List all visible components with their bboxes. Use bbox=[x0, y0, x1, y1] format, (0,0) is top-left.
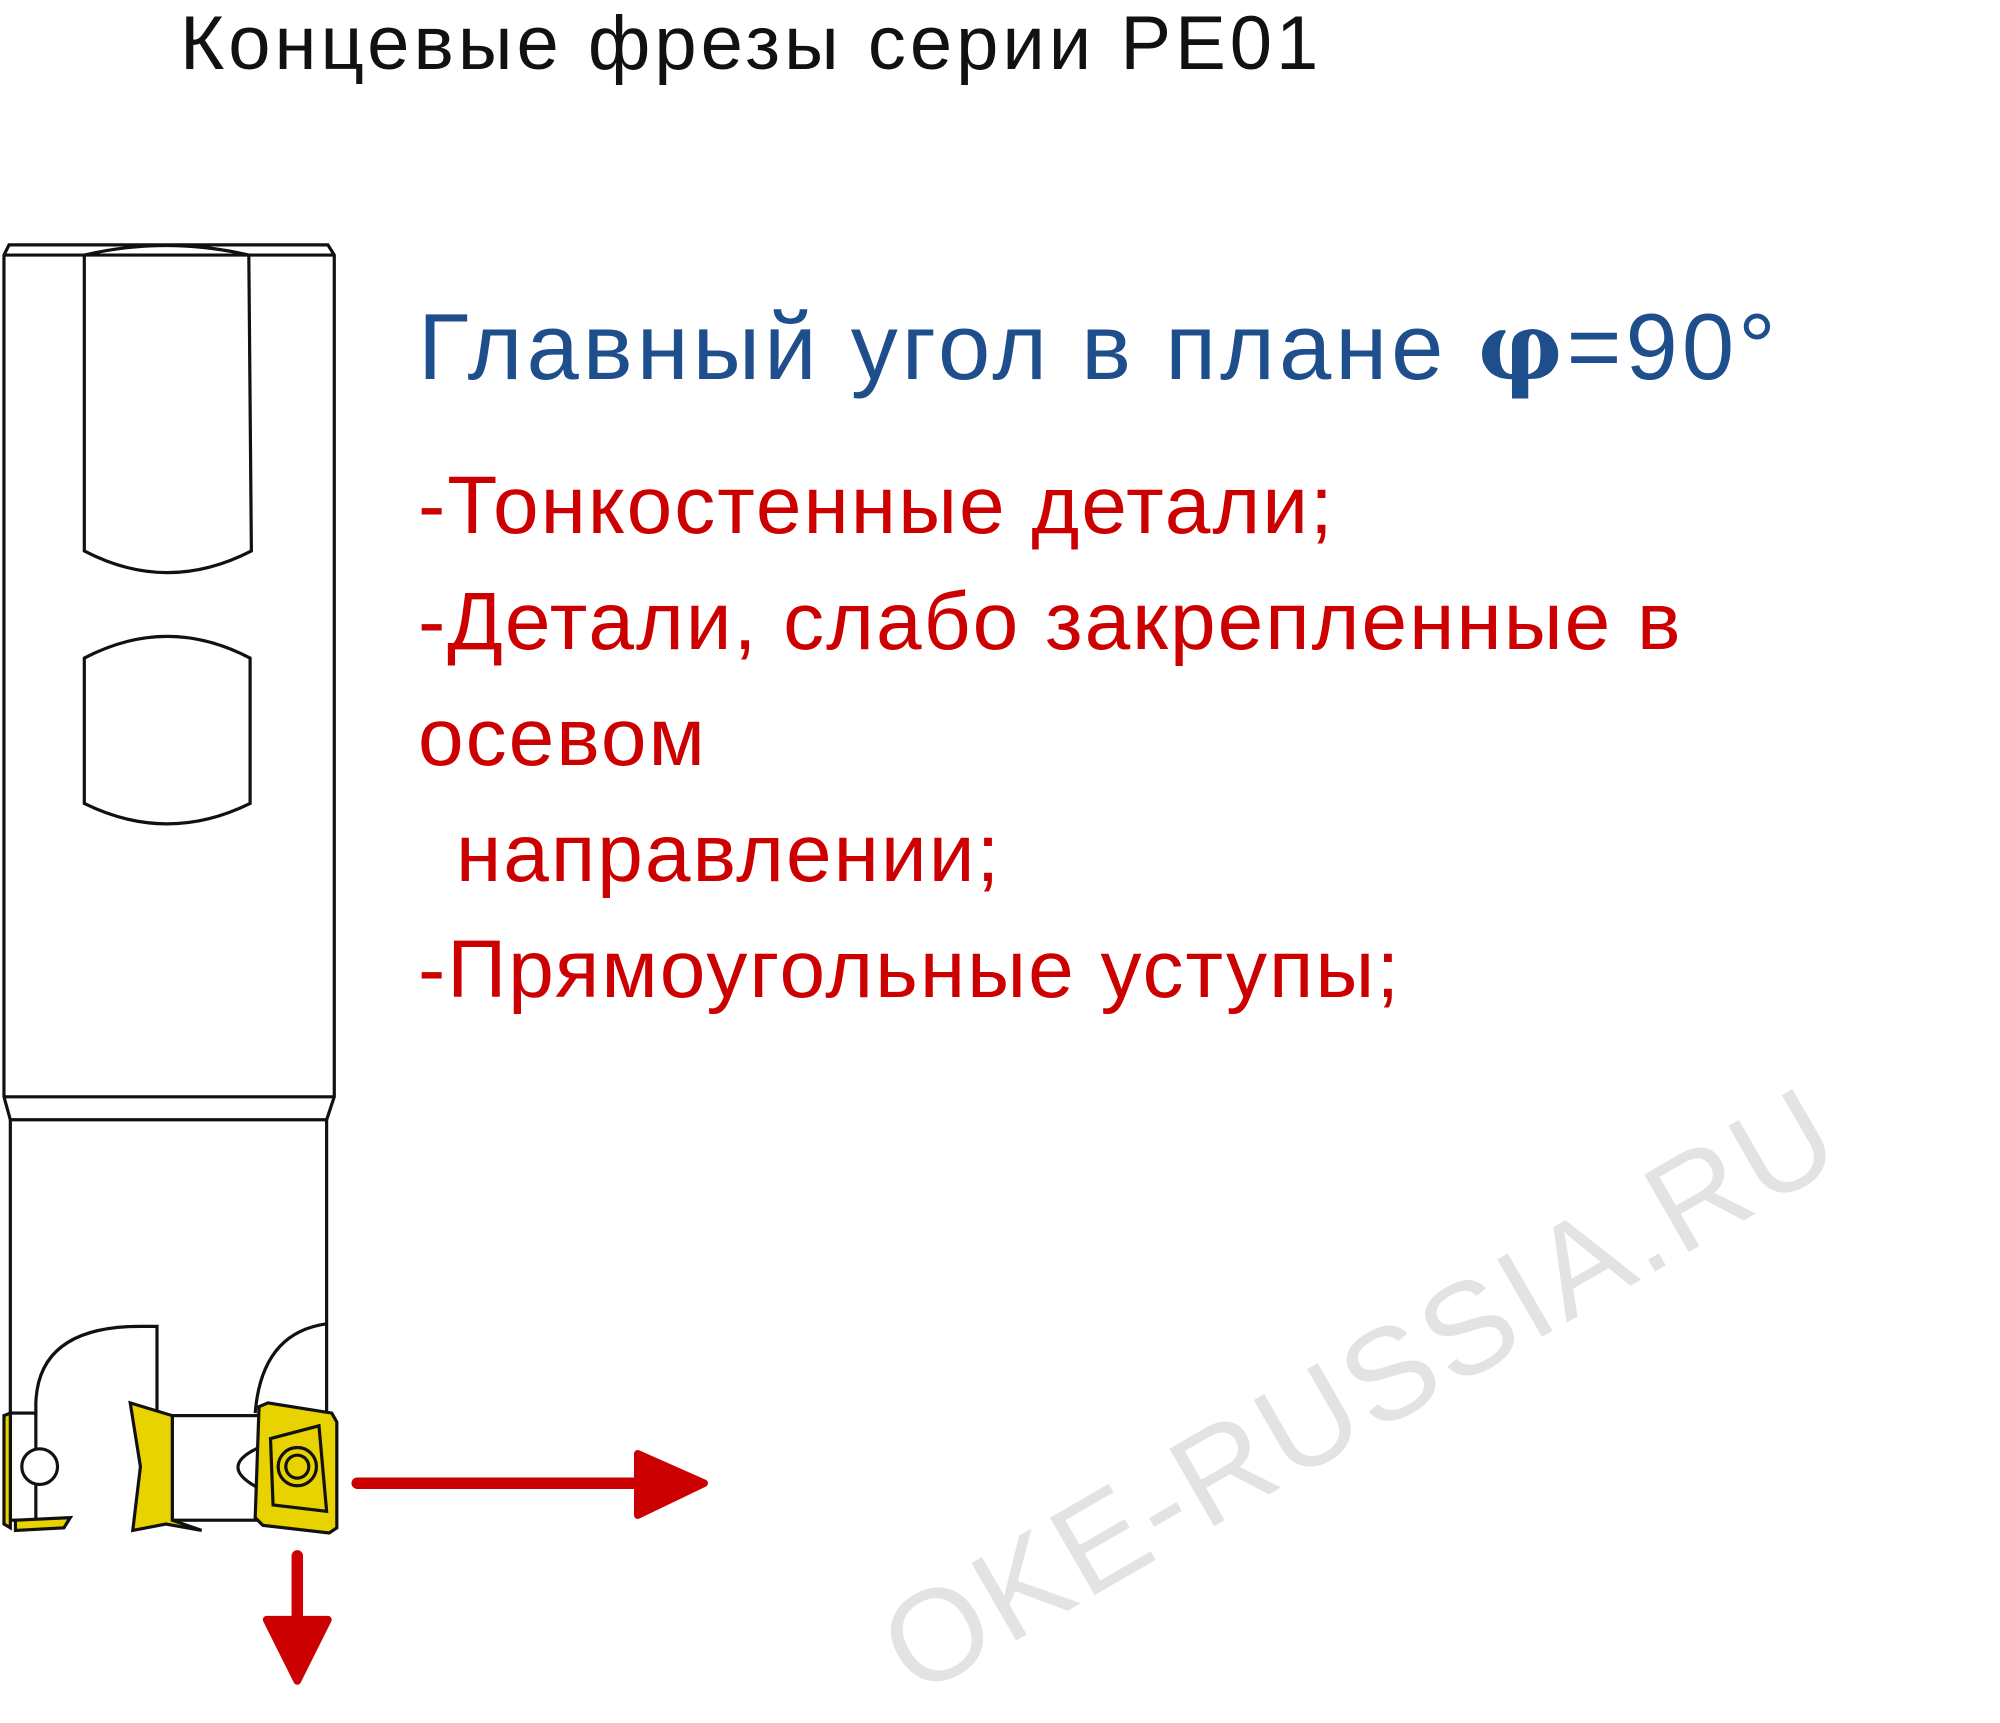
page-title: Концевые фрезы серии PE01 bbox=[180, 1, 1323, 86]
application-item: -Тонкостенные детали; bbox=[418, 460, 1335, 551]
feed-arrows bbox=[262, 1450, 708, 1685]
application-item-continuation: направлении; bbox=[456, 808, 1002, 899]
end-mill-drawing bbox=[2, 243, 708, 1685]
application-item: -Прямоугольные уступы; bbox=[418, 924, 1402, 1015]
phi-symbol: φ bbox=[1477, 292, 1567, 402]
heading-text: Главный угол в плане bbox=[418, 294, 1478, 399]
main-angle-heading: Главный угол в плане φ=90° bbox=[418, 300, 1780, 395]
cutting-inserts bbox=[2, 1400, 339, 1535]
tool-body bbox=[2, 243, 336, 1525]
heading-value: =90° bbox=[1566, 294, 1780, 399]
applications-list: -Тонкостенные детали; -Детали, слабо зак… bbox=[418, 448, 1978, 1028]
application-item: -Детали, слабо закрепленные в осевом bbox=[418, 576, 1683, 783]
